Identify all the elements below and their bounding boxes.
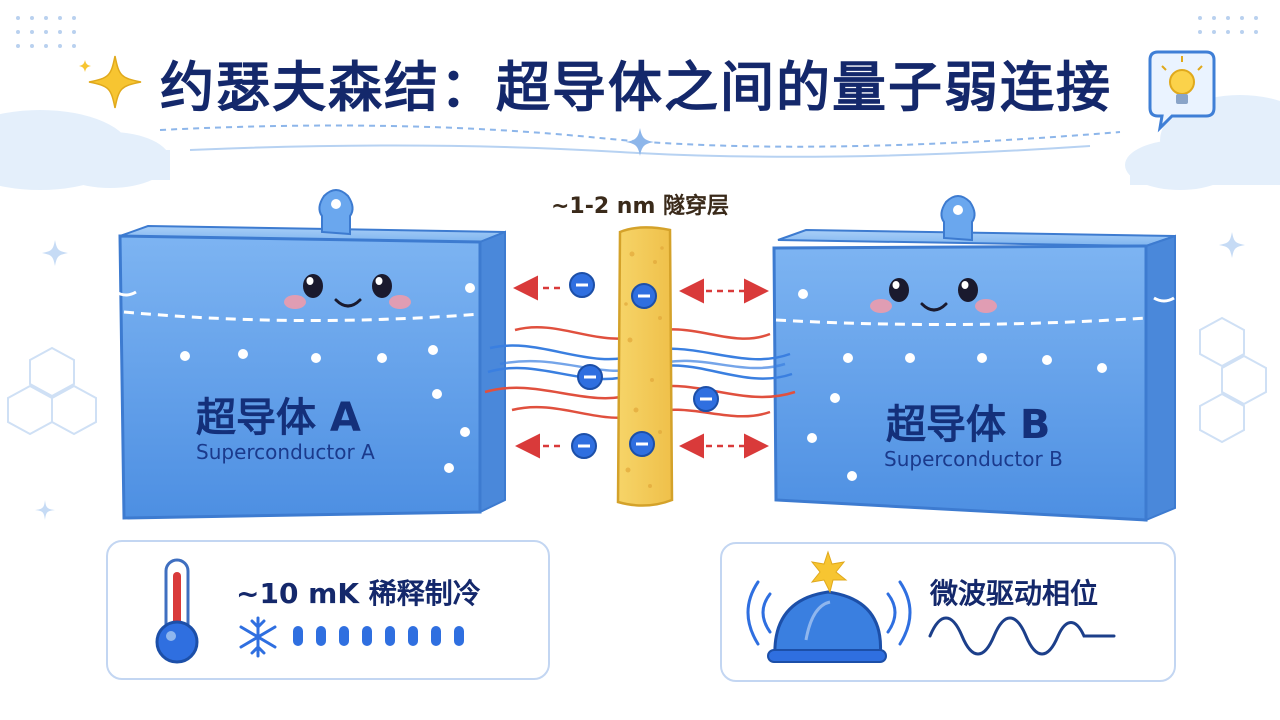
electron-particle — [569, 272, 595, 298]
title-divider — [159, 124, 1121, 158]
microwave-panel — [720, 542, 1176, 682]
superconductor-a-sublabel: Superconductor A — [196, 440, 375, 464]
superconductor-a-block — [115, 189, 506, 520]
snowflake-icon — [239, 616, 277, 658]
electron-particle — [571, 433, 597, 459]
superconductor-b-sublabel: Superconductor B — [884, 447, 1063, 471]
temperature-scale-bar — [293, 626, 464, 646]
tunneling-layer-label: ~1-2 nm 隧穿层 — [550, 194, 730, 219]
superconductor-a-label: 超导体 A — [196, 395, 361, 441]
wave-icon — [928, 616, 1116, 656]
eye-left — [303, 274, 323, 298]
hexagon-right-decoration — [1199, 316, 1267, 444]
electron-particle — [631, 283, 657, 309]
electron-particle — [693, 386, 719, 412]
hexagon-left-decoration — [7, 346, 97, 436]
cloud-left-decoration — [0, 110, 170, 190]
page-title: 约瑟夫森结：超导体之间的量子弱连接 — [160, 56, 1112, 119]
electron-particle — [577, 364, 603, 390]
microwave-panel-text: 微波驱动相位 — [930, 577, 1099, 610]
microwave-source-icon — [746, 550, 912, 663]
tunneling-arrows — [513, 275, 769, 459]
sparkle-decoration — [35, 232, 1245, 520]
superconductor-b-block — [772, 195, 1176, 522]
tunneling-barrier — [616, 226, 674, 507]
electron-particle — [629, 431, 655, 457]
sparkle-icon — [79, 55, 142, 109]
cooling-panel — [106, 540, 550, 680]
electrons — [569, 272, 719, 459]
cloud-right-decoration — [1125, 95, 1280, 190]
superconductor-b-label: 超导体 B — [886, 402, 1051, 448]
dot-grid-decoration — [16, 16, 1258, 48]
lightbulb-icon — [1148, 50, 1216, 133]
thermometer-icon — [155, 558, 199, 664]
cooling-panel-text: ~10 mK 稀释制冷 — [236, 577, 481, 610]
